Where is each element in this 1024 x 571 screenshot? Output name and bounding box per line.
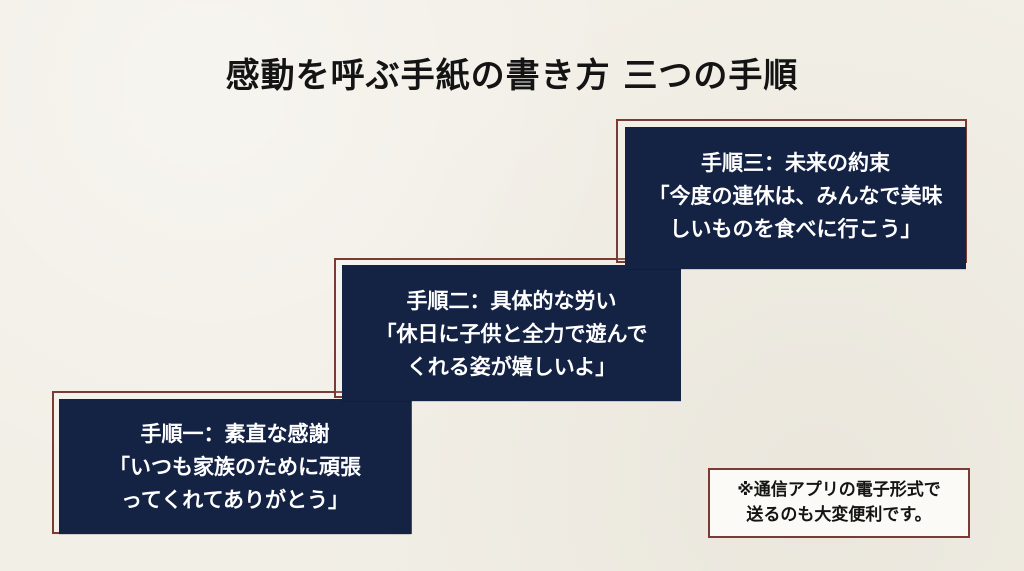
note-line-2: 送るのも大変便利です。 bbox=[746, 505, 932, 525]
step-three-line-1: 「今度の連休は、みんなで美味 bbox=[648, 184, 943, 208]
step-one-line-1: 「いつも家族のために頑張 bbox=[109, 455, 361, 479]
step-two-card: 手順二：具体的な労い 「休日に子供と全力で遊んで くれる姿が嬉しいよ」 bbox=[342, 265, 681, 401]
step-three-heading: 手順三：未来の約束 bbox=[701, 151, 890, 175]
step-one-card: 手順一：素直な感謝 「いつも家族のために頑張 ってくれてありがとう」 bbox=[59, 399, 411, 534]
step-three-card: 手順三：未来の約束 「今度の連休は、みんなで美味 しいものを食べに行こう」 bbox=[625, 127, 966, 269]
step-two-line-2: くれる姿が嬉しいよ」 bbox=[406, 355, 617, 379]
page-title: 感動を呼ぶ手紙の書き方 三つの手順 bbox=[225, 56, 799, 96]
step-two-heading: 手順二：具体的な労い bbox=[406, 289, 617, 313]
step-one-line-2: ってくれてありがとう」 bbox=[120, 488, 350, 512]
step-one-heading: 手順一：素直な感謝 bbox=[140, 422, 330, 446]
step-two-line-1: 「休日に子供と全力で遊んで bbox=[375, 322, 648, 346]
step-three-line-2: しいものを食べに行こう」 bbox=[669, 217, 922, 241]
note-box: ※通信アプリの電子形式で 送るのも大変便利です。 bbox=[708, 468, 970, 538]
note-line-1: ※通信アプリの電子形式で bbox=[737, 480, 941, 500]
